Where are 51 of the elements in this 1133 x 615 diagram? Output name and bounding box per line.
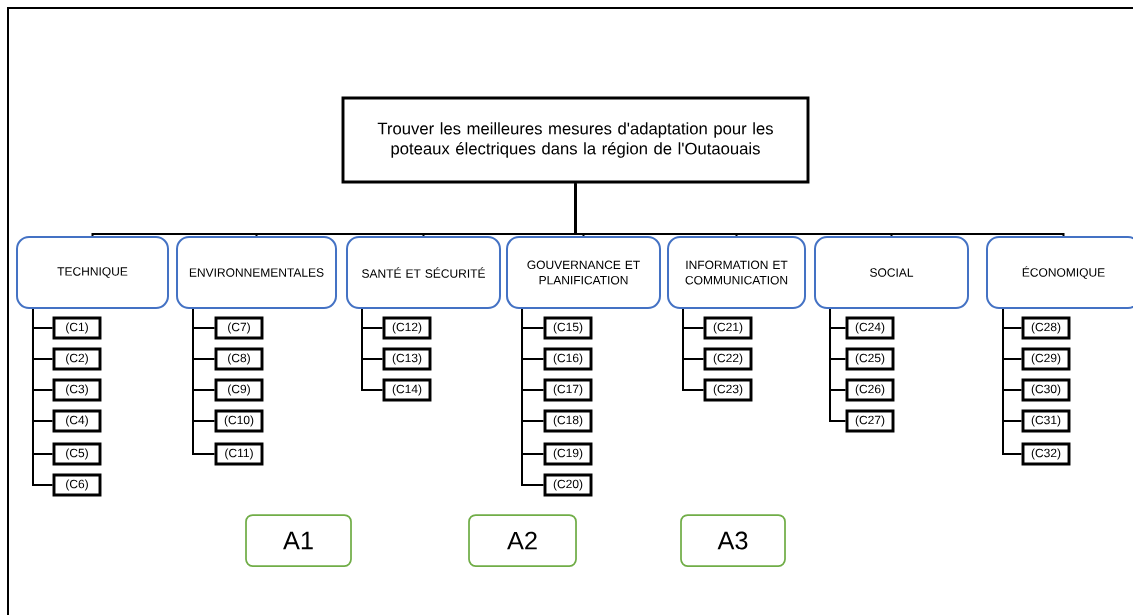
criterion-box: (C13) [382,347,432,371]
criterion-box: (C28) [1021,316,1071,340]
category-box: ENVIRONNEMENTALES [176,236,337,309]
criterion-box: (C31) [1021,409,1071,433]
criterion-box: (C24) [845,316,895,340]
criterion-box: (C27) [845,409,895,433]
category-box: GOUVERNANCE ET PLANIFICATION [506,236,661,309]
criterion-box: (C17) [543,378,593,402]
connector-line [1002,308,1023,455]
connector-line [521,308,545,486]
criterion-box: (C18) [543,409,593,433]
criterion-box: (C22) [703,347,753,371]
criterion-box: (C3) [52,378,102,402]
alternative-box: A2 [468,514,577,567]
criterion-box: (C9) [214,378,264,402]
criterion-box: (C25) [845,347,895,371]
category-box: ÉCONOMIQUE [986,236,1133,309]
criterion-box: (C10) [214,409,264,433]
criterion-box: (C19) [543,442,593,466]
criterion-box: (C2) [52,347,102,371]
alternative-box: A3 [680,514,786,567]
category-box: SOCIAL [814,236,969,309]
criterion-box: (C32) [1021,442,1071,466]
criterion-box: (C15) [543,316,593,340]
criterion-box: (C12) [382,316,432,340]
criterion-box: (C1) [52,316,102,340]
criterion-box: (C14) [382,378,432,402]
category-box: TECHNIQUE [16,236,169,309]
criterion-box: (C30) [1021,378,1071,402]
criterion-box: (C29) [1021,347,1071,371]
connector-line [829,308,847,422]
criterion-box: (C16) [543,347,593,371]
connector-line [682,308,705,391]
criterion-box: (C7) [214,316,264,340]
criterion-box: (C21) [703,316,753,340]
criterion-box: (C6) [52,473,102,497]
connector-line [361,308,384,391]
criterion-box: (C26) [845,378,895,402]
criterion-box: (C8) [214,347,264,371]
criterion-box: (C20) [543,473,593,497]
connector-line [32,308,54,486]
category-box: SANTÉ ET SÉCURITÉ [346,236,501,309]
category-box: INFORMATION ET COMMUNICATION [667,236,806,309]
goal-box: Trouver les meilleures mesures d'adaptation pour les poteaux électriques dans la région de l'Outaouais [341,96,810,184]
criterion-box: (C23) [703,378,753,402]
criterion-box: (C5) [52,442,102,466]
connector-line [192,308,216,455]
criterion-box: (C11) [214,442,264,466]
criterion-box: (C4) [52,409,102,433]
alternative-box: A1 [245,514,352,567]
connector-line [574,182,1065,237]
